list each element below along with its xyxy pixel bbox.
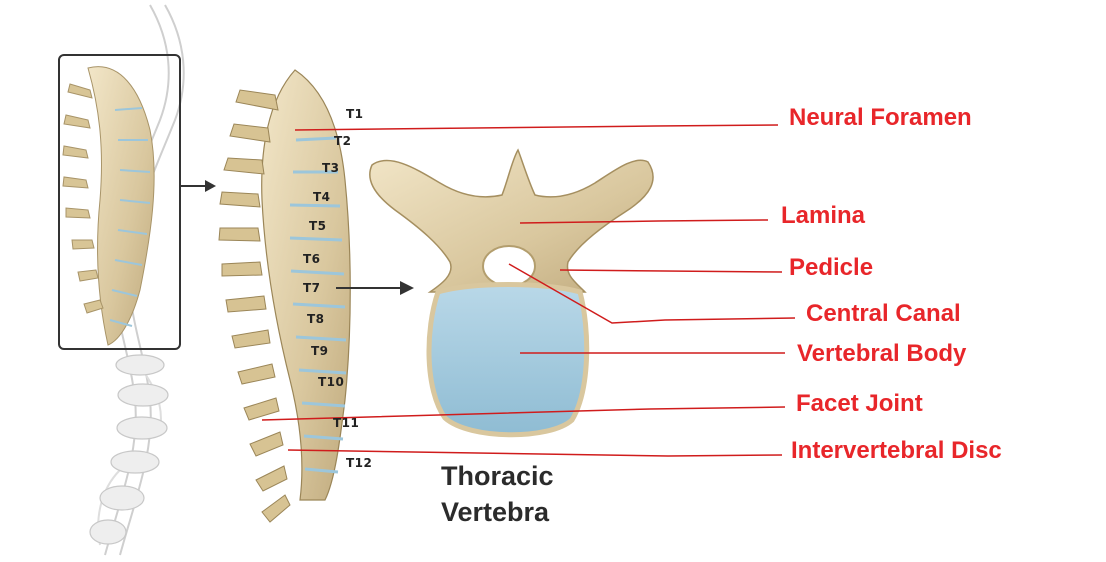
label-vertebral-body: Vertebral Body bbox=[797, 340, 967, 367]
label-lamina: Lamina bbox=[781, 202, 866, 229]
arrow-right-icon bbox=[181, 180, 216, 192]
label-facet-joint: Facet Joint bbox=[796, 390, 923, 417]
label-central-canal: Central Canal bbox=[806, 300, 961, 327]
level-label-t10: T10 bbox=[318, 375, 345, 389]
small-thoracic-spine bbox=[62, 66, 155, 346]
label-neural-foramen: Neural Foramen bbox=[789, 104, 972, 131]
level-label-t8: T8 bbox=[307, 312, 325, 326]
level-label-t12: T12 bbox=[346, 456, 373, 470]
level-label-t11: T11 bbox=[333, 416, 360, 430]
level-label-t2: T2 bbox=[334, 134, 352, 148]
label-pedicle: Pedicle bbox=[789, 254, 874, 281]
leader-lines bbox=[261, 124, 796, 457]
lumbar-sketch bbox=[89, 354, 169, 545]
label-intervertebral-disc: Intervertebral Disc bbox=[791, 437, 1002, 464]
level-label-t7: T7 bbox=[303, 281, 321, 295]
level-label-t9: T9 bbox=[311, 344, 329, 358]
level-label-t4: T4 bbox=[313, 190, 331, 204]
level-label-t1: T1 bbox=[346, 107, 364, 121]
level-label-t3: T3 bbox=[322, 161, 340, 175]
caption-line-1: Thoracic bbox=[441, 461, 554, 491]
thoracic-vertebra-illustration bbox=[369, 148, 654, 438]
vertebral-body-shape bbox=[426, 282, 590, 438]
level-label-t6: T6 bbox=[303, 252, 321, 266]
level-label-t5: T5 bbox=[309, 219, 327, 233]
thoracic-spine-enlarged bbox=[218, 69, 351, 523]
central-canal-opening bbox=[482, 245, 536, 287]
zoom-box bbox=[58, 54, 181, 350]
caption-line-2: Vertebra bbox=[441, 497, 550, 527]
arrow-right-icon bbox=[336, 281, 414, 295]
